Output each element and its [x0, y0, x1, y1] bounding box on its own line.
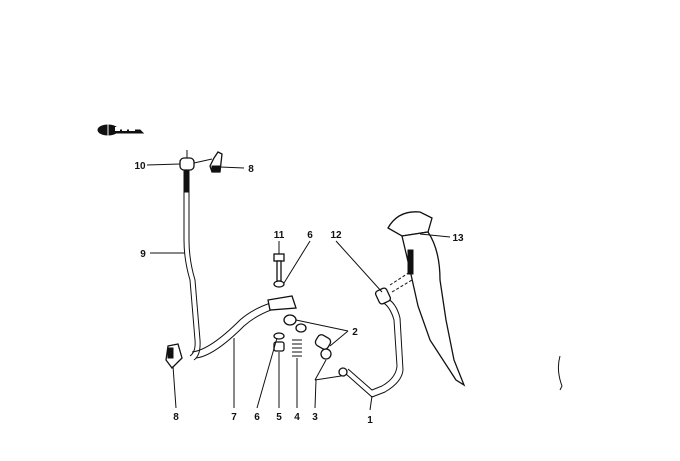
callout-10: 10 [134, 161, 146, 172]
part-3-bushings [314, 334, 348, 377]
partial-part-edge [557, 355, 563, 391]
part-12-clip [374, 287, 392, 305]
leader-lines [146, 163, 451, 411]
part-1-rod [345, 297, 404, 398]
part-8-clip-bottom [165, 343, 183, 369]
callout-3: 3 [312, 412, 318, 423]
callout-2: 2 [352, 327, 358, 338]
model-symbol-icon [97, 124, 145, 136]
callout-13: 13 [452, 233, 464, 244]
callout-8-top: 8 [248, 164, 254, 175]
callout-6-top: 6 [307, 230, 313, 241]
part-11-bolt [273, 253, 285, 282]
part-13-pedal [387, 211, 466, 387]
part-10-connector [179, 150, 213, 171]
callout-12: 12 [330, 230, 342, 241]
callout-7: 7 [231, 412, 237, 423]
callout-1: 1 [367, 415, 373, 426]
part-7-lever [191, 295, 297, 359]
callout-labels: 10 8 9 11 6 12 13 2 8 7 6 5 4 3 1 [134, 161, 464, 426]
callout-9: 9 [140, 249, 146, 260]
part-5-nut [273, 341, 285, 352]
part-9-rod [183, 169, 201, 361]
part-6-washer-bottom [273, 332, 285, 340]
part-8-clip-top [209, 151, 223, 173]
callout-11: 11 [274, 230, 285, 241]
callout-5: 5 [276, 412, 282, 423]
callout-8-bottom: 8 [173, 412, 179, 423]
part-6-washer-top [273, 280, 285, 288]
callout-6-bottom: 6 [254, 412, 260, 423]
part-2-4-spring-bushing [283, 314, 307, 357]
callout-4: 4 [294, 412, 300, 423]
